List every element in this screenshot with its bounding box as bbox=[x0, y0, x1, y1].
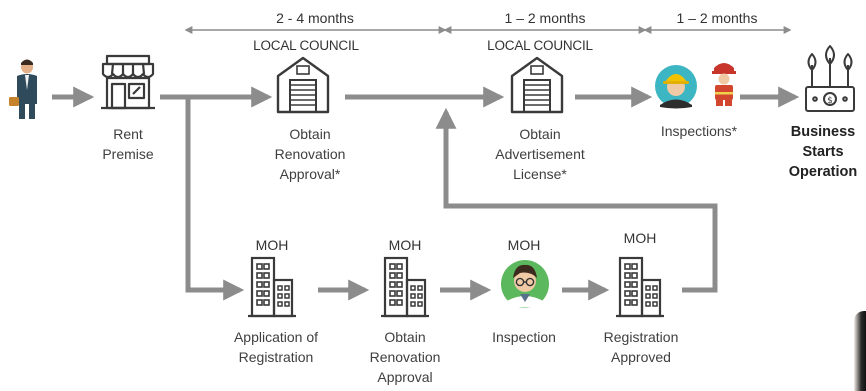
presenter-photo-edge bbox=[854, 311, 866, 391]
duration-inspections: 1 – 2 months bbox=[676, 10, 758, 26]
step-business-starts-operation: Business Starts Operation bbox=[788, 124, 858, 180]
office-building-icon bbox=[614, 256, 666, 318]
firefighter-icon bbox=[712, 63, 736, 106]
step-inspections: Inspections* bbox=[660, 123, 738, 139]
warehouse-icon bbox=[276, 56, 330, 114]
worker-avatar-icon bbox=[655, 65, 697, 109]
authority-moh: MOH bbox=[507, 237, 541, 253]
authority-moh: MOH bbox=[388, 237, 422, 253]
step-rent-premise: Rent Premise bbox=[102, 126, 154, 162]
arrow-approved-to-advertisement bbox=[435, 107, 718, 293]
step-registration-approved: Registration Approved bbox=[603, 329, 679, 365]
step-moh-renovation-approval: Obtain Renovation Approval bbox=[369, 329, 441, 385]
businessman-icon bbox=[9, 59, 37, 119]
office-building-icon bbox=[379, 256, 431, 318]
svg-text:$: $ bbox=[827, 96, 833, 106]
shop-icon bbox=[101, 54, 155, 110]
money-plant-icon: $ bbox=[805, 45, 855, 112]
step-obtain-renovation-approval: Obtain Renovation Approval* bbox=[274, 126, 346, 182]
duration-renovation: 2 - 4 months bbox=[276, 10, 354, 26]
authority-local-council: LOCAL COUNCIL bbox=[253, 38, 359, 53]
flow-arrows bbox=[52, 86, 800, 301]
office-building-icon bbox=[246, 256, 298, 318]
authority-moh: MOH bbox=[255, 237, 289, 253]
authority-local-council: LOCAL COUNCIL bbox=[487, 38, 593, 53]
doctor-avatar-icon bbox=[501, 260, 549, 308]
warehouse-icon bbox=[510, 56, 564, 114]
arrow-rent-to-application bbox=[185, 97, 245, 301]
authority-moh: MOH bbox=[623, 230, 657, 246]
step-inspection: Inspection bbox=[492, 329, 556, 345]
step-application-of-registration: Application of Registration bbox=[233, 329, 319, 365]
step-obtain-advertisement-license: Obtain Advertisement License* bbox=[495, 126, 585, 182]
duration-advertisement: 1 – 2 months bbox=[504, 10, 586, 26]
